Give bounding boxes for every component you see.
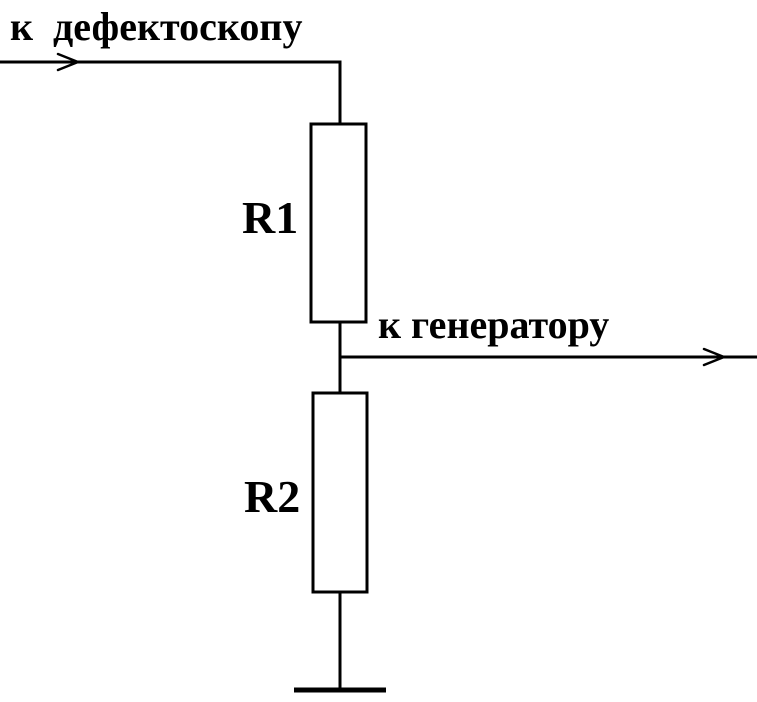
label-r1: R1 xyxy=(242,192,298,243)
arrow-to-defectoscope xyxy=(56,52,80,72)
resistor-r2 xyxy=(311,391,369,594)
label-to-generator: к генератору xyxy=(378,302,609,347)
resistor-r1 xyxy=(309,122,368,324)
arrow-to-generator xyxy=(702,347,726,367)
label-to-defectoscope: к дефектоскопу xyxy=(10,4,302,49)
wire-to-defectoscope xyxy=(0,60,342,126)
label-r2: R2 xyxy=(244,471,300,522)
